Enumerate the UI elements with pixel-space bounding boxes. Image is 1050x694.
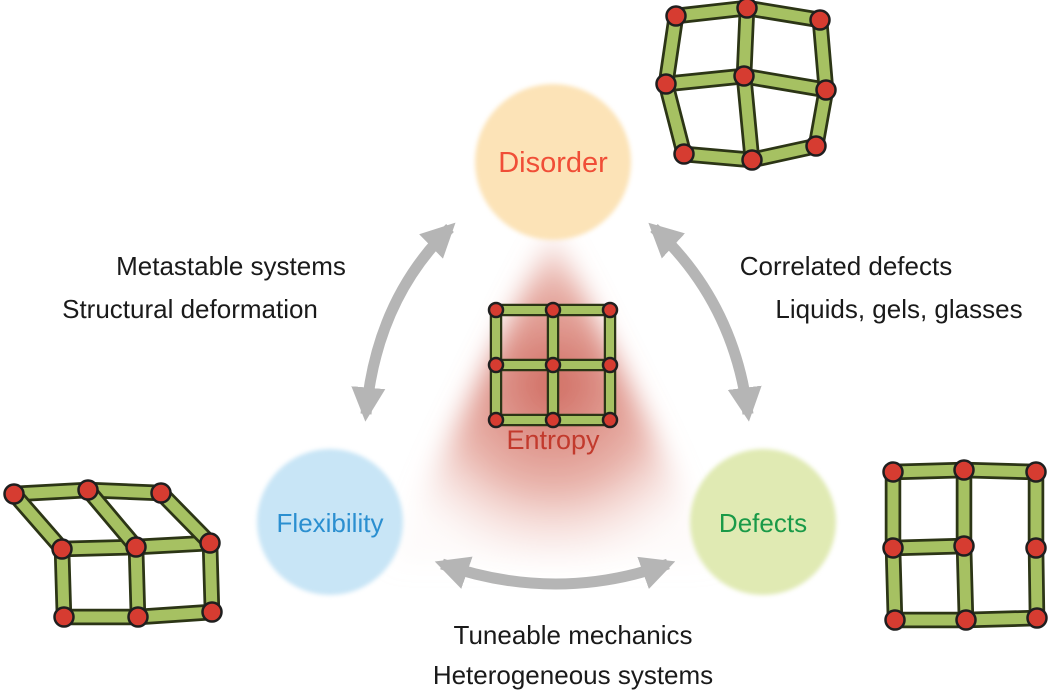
- defects-node: Defects: [690, 449, 836, 595]
- lattice-bar: [1030, 542, 1043, 624]
- lattice-node: [201, 601, 223, 623]
- lattice-bar: [130, 541, 144, 623]
- lattice-bar: [8, 488, 68, 555]
- flexibility-label: Flexibility: [277, 508, 384, 538]
- lattice-node: [53, 606, 75, 628]
- lattice-node: [882, 537, 904, 559]
- lattice-bar: [887, 464, 970, 478]
- lattice-bar: [887, 540, 970, 554]
- lattice-illustrations: [3, 0, 1048, 631]
- lattice-bar: [960, 612, 1043, 626]
- lattice-node: [809, 9, 831, 31]
- lattice-bar: [660, 10, 682, 90]
- defect-lattice-icon: [882, 459, 1048, 631]
- lattice-node: [736, 0, 758, 19]
- lattice-bar: [887, 542, 901, 626]
- lattice-node: [150, 482, 172, 504]
- lattice-bar: [670, 2, 753, 22]
- lattice-bar: [660, 70, 750, 90]
- lattice-node: [487, 301, 505, 319]
- lattice-bar: [958, 464, 1042, 478]
- lattice-node: [655, 73, 677, 95]
- label-metastable-systems: Metastable systems: [116, 251, 346, 281]
- lattice-node: [487, 411, 505, 429]
- label-liquids-gels-glasses: Liquids, gels, glasses: [775, 294, 1023, 324]
- disordered-lattice-icon: [655, 0, 837, 171]
- lattice-node: [884, 609, 906, 631]
- arrow-flexibility-disorder: [351, 222, 456, 422]
- lattice-node: [741, 149, 763, 171]
- lattice-node: [815, 79, 837, 101]
- flexibility-node: Flexibility: [257, 449, 403, 595]
- lattice-bar: [814, 14, 832, 96]
- disorder-label: Disorder: [498, 147, 608, 179]
- lattice-node: [733, 65, 755, 87]
- label-structural-deformation: Structural deformation: [62, 294, 318, 324]
- relation-arrows: [351, 222, 762, 590]
- lattice-node: [544, 411, 562, 429]
- lattice-bar: [738, 70, 758, 166]
- flexibility-circle: [257, 449, 403, 595]
- lattice-node: [3, 483, 25, 505]
- lattice-bar: [678, 148, 758, 166]
- lattice-node: [665, 5, 687, 27]
- defects-circle: [690, 449, 836, 595]
- lattice-node: [882, 461, 904, 483]
- lattice-bar: [82, 484, 167, 499]
- lattice-node: [955, 609, 977, 631]
- lattice-node: [127, 606, 149, 628]
- lattice-bar: [746, 140, 822, 166]
- lattice-bar: [958, 540, 972, 626]
- lattice-node: [125, 536, 147, 558]
- lattice-node: [601, 356, 619, 374]
- lattice-node: [544, 356, 562, 374]
- lattice-node: [601, 411, 619, 429]
- lattice-node: [953, 535, 975, 557]
- lattice-bar: [130, 537, 216, 553]
- lattice-bar: [132, 606, 218, 623]
- lattice-node: [601, 301, 619, 319]
- lattice-bar: [56, 541, 142, 555]
- lattice-bar: [738, 2, 753, 82]
- ordered-lattice-icon: [487, 301, 619, 429]
- lattice-node: [1025, 461, 1047, 483]
- label-correlated-defects: Correlated defects: [739, 251, 953, 281]
- lattice-node: [544, 301, 562, 319]
- label-tuneable-mechanics: Tuneable mechanics: [453, 620, 693, 650]
- arrow-disorder-defects: [648, 222, 762, 422]
- lattice-node: [77, 479, 99, 501]
- lattice-bar: [155, 487, 216, 549]
- lattice-bar: [8, 484, 94, 500]
- lattice-node: [487, 356, 505, 374]
- lattice-node: [805, 135, 827, 157]
- lattice-node: [199, 532, 221, 554]
- lattice-node: [1025, 537, 1047, 559]
- lattice-bar: [741, 2, 826, 26]
- lattice-node: [953, 459, 975, 481]
- lattice-bar: [660, 78, 690, 160]
- lattice-bar: [738, 70, 832, 96]
- disorder-circle: [475, 84, 631, 240]
- label-heterogeneous-systems: Heterogeneous systems: [432, 660, 714, 690]
- lattice-bar: [204, 537, 218, 618]
- lattice-node: [673, 143, 695, 165]
- arrow-flexibility-defects: [434, 556, 676, 590]
- lattice-node: [51, 538, 73, 560]
- lattice-bar: [56, 543, 70, 623]
- defects-label: Defects: [719, 508, 807, 538]
- lattice-bar: [82, 484, 142, 553]
- entropy-label: Entropy: [506, 425, 600, 455]
- lattice-node: [1026, 607, 1048, 629]
- sheared-lattice-icon: [3, 479, 223, 628]
- disorder-node: Disorder: [475, 84, 631, 240]
